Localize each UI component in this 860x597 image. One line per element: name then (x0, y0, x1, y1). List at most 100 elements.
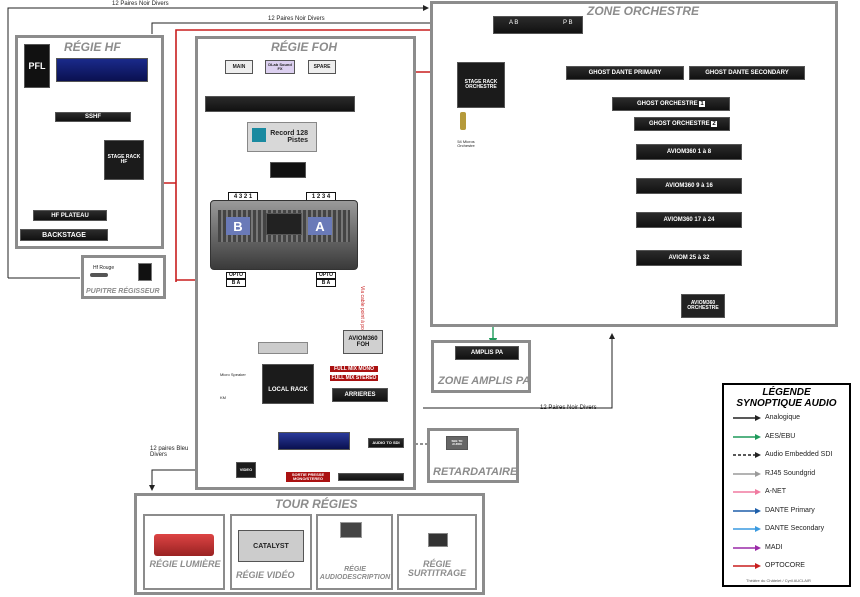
ghost-dante-secondary: GHOST DANTE SECONDARY (689, 66, 805, 80)
regie-audiodesc-title: RÉGIE AUDIODESCRIPTION (319, 566, 391, 581)
legend-item: DANTE Secondary (732, 524, 852, 534)
lighting-console-icon (154, 534, 214, 556)
wire-label-left: 12 paires Bleu Divers (150, 446, 189, 458)
legend-item-label: OPTOCORE (765, 562, 805, 569)
stage-rack-hf: STAGE RACK HF (104, 140, 144, 180)
legend-line-icon (733, 526, 761, 532)
retardataire-title: RETARDATAIRE (433, 466, 518, 478)
ghost-orchestre-2: GHOST ORCHESTRE 2 (634, 117, 730, 131)
backstage-device: BACKSTAGE (20, 229, 108, 241)
legend-item-label: AES/EBU (765, 432, 796, 440)
regie-foh-title: RÉGIE FOH (271, 40, 338, 54)
regie-surtitrage-box (397, 514, 477, 590)
wire-label-right: 12 Paires Noir Divers (540, 405, 597, 411)
legend-line-icon (733, 563, 761, 569)
opto-right-ports: B A (316, 279, 336, 287)
presse-rack (338, 473, 404, 481)
legend-item: Analogique (732, 413, 852, 423)
hf-receiver-rack (56, 58, 148, 82)
audiodesc-mixer-icon (340, 522, 362, 538)
see-to-audio-device: SEE TO AUDIO (446, 436, 468, 450)
retardataire-zone (427, 428, 519, 483)
ghost-orchestre-2-label: GHOST ORCHESTRE (649, 121, 710, 127)
aviom-9-16: AVIOM360 9 à 16 (636, 178, 742, 194)
opto-left-ports: B A (226, 279, 246, 287)
aviom-foh: AVIOM360 FOH (343, 330, 383, 354)
regie-lumiere-title: RÉGIE LUMIÈRE (149, 559, 221, 569)
legend-title-1: LÉGENDE (762, 387, 811, 398)
legend-line-icon (733, 452, 761, 458)
pupitre-zone (81, 255, 166, 299)
legend-item: MADI (732, 543, 852, 553)
record-server: Record 128 Pistes (247, 122, 317, 152)
pupitre-title: PUPITRE RÉGISSEUR (86, 288, 160, 295)
console-side-a: A (308, 217, 332, 235)
madi-router-rack (205, 96, 355, 112)
zone-orchestre (430, 1, 838, 327)
dlab-computer: DLab Sound FX (265, 60, 295, 74)
main-computer: MAIN (225, 60, 253, 74)
video-device: VIDEO (236, 462, 256, 478)
full-mix-stereo: FULL MIX STEREO (330, 375, 378, 381)
legend-item-label: DANTE Primary (765, 506, 815, 514)
regie-surtitrage-title: RÉGIE SURTITRAGE (407, 559, 467, 578)
legend-item: Audio Embedded SDI (732, 450, 852, 460)
legend-item: AES/EBU (732, 432, 852, 442)
regie-hf-title: RÉGIE HF (64, 40, 121, 54)
sortie-presse: SORTIE PRESSE MONO/STEREO (286, 472, 330, 482)
opto-left-label: OPTO (226, 272, 246, 279)
aviom-orchestre: AVIOM360 ORCHESTRE (681, 294, 725, 318)
legend-item-label: A-NET (765, 488, 786, 495)
legend-line-icon (733, 415, 761, 421)
legend-line-icon (733, 544, 761, 551)
tour-regies-title: TOUR RÉGIES (275, 497, 358, 511)
legend-credit: Théâtre du Châtelet / Cyril AUCLAIR (746, 578, 811, 583)
micros-orchestre-label: 54 Micros Orchestre (457, 139, 475, 148)
sshf-device: SSHF (55, 112, 131, 122)
zone-orchestre-title: ZONE ORCHESTRE (587, 4, 700, 18)
km-label: KM (220, 395, 226, 400)
console-side-b: B (226, 217, 250, 235)
legend-line-icon (733, 489, 761, 495)
stage-rack-orchestre: STAGE RACK ORCHESTRE (457, 62, 505, 108)
ghost-dante-primary: GHOST DANTE PRIMARY (566, 66, 684, 80)
catalyst-device: CATALYST (238, 530, 304, 562)
amplis-pa-device: AMPLIS PA (455, 346, 519, 360)
hf-rouge-label: Hf Rouge (93, 265, 115, 271)
hf-plateau-device: HF PLATEAU (33, 210, 107, 221)
aviom-17-24: AVIOM360 17 à 24 (636, 212, 742, 228)
aviom-25-32: AVIOM 25 à 32 (636, 250, 742, 266)
legend-line-icon (733, 470, 761, 477)
record-logo-icon (252, 128, 266, 142)
micro-speaker-label: Micro Speaker (220, 372, 246, 377)
audio-to-sdi: AUDIO TO SDI (368, 438, 404, 448)
router-ab-label: A B (509, 20, 519, 26)
legend-item-label: MADI (765, 543, 783, 551)
legend-item: OPTOCORE (732, 561, 852, 571)
madi-io-rack (278, 432, 350, 450)
legend-item-label: RJ45 Soundgrid (765, 469, 816, 477)
aviom-1-8: AVIOM360 1 à 8 (636, 144, 742, 160)
legend-item: A-NET (732, 487, 852, 497)
soundgrid-interface (270, 162, 306, 178)
aes-converter (258, 342, 308, 354)
optocore-router (493, 16, 583, 34)
router-pb-label: P B (563, 20, 573, 26)
intercom-icon (138, 263, 152, 281)
wire-label-top-2: 12 Paires Noir Divers (268, 16, 325, 22)
local-rack: LOCAL RACK (262, 364, 314, 404)
ghost-orchestre-1-num: 1 (699, 101, 705, 107)
ghost-orchestre-2-num: 2 (711, 121, 717, 127)
legend-item-label: DANTE Secondary (765, 525, 825, 532)
microphone-icon (460, 112, 466, 130)
legend-title-2: SYNOPTIQUE AUDIO (736, 398, 837, 409)
legend-line-icon (733, 507, 761, 514)
arrieres-amp: ARRIERES (332, 388, 388, 402)
point-a-point-label: Via cable point à point (359, 286, 365, 336)
pfl-speaker: PFL (24, 44, 50, 88)
ghost-orchestre-1-label: GHOST ORCHESTRE (637, 101, 698, 107)
mic-icon (90, 273, 108, 277)
opto-right-label: OPTO (316, 272, 336, 279)
full-mix-mono: FULL MIX MONO (330, 366, 378, 372)
